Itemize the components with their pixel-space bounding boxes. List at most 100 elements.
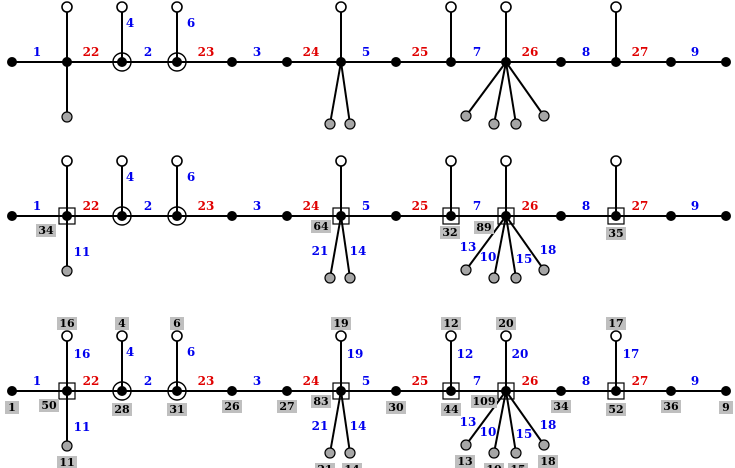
- node-id-tag: 16: [57, 317, 77, 330]
- svg-text:34: 34: [38, 224, 54, 237]
- svg-text:31: 31: [169, 403, 184, 416]
- white-node: [61, 1, 73, 13]
- white-node: [61, 330, 73, 342]
- white-node: [610, 330, 622, 342]
- black-node: [172, 386, 182, 396]
- black-node: [227, 211, 237, 221]
- edge-label: 10: [480, 250, 497, 264]
- edge-label: 27: [632, 199, 649, 213]
- edge-label: 22: [83, 45, 100, 59]
- white-node: [610, 155, 622, 167]
- black-node: [721, 211, 731, 221]
- edge-label: 7: [473, 199, 481, 213]
- node-id-tag: 30: [386, 401, 406, 414]
- black-node: [117, 211, 127, 221]
- grey-leaf-node: [324, 118, 336, 130]
- black-node: [227, 386, 237, 396]
- ring-marker: [167, 206, 187, 226]
- grey-leaf-node: [460, 439, 472, 451]
- svg-text:34: 34: [553, 400, 569, 413]
- node-id-tag: 13: [455, 455, 475, 468]
- white-node: [445, 155, 457, 167]
- black-node: [62, 386, 72, 396]
- svg-text:89: 89: [476, 221, 491, 234]
- node-id-tag: 18: [538, 455, 558, 468]
- grey-leaf-node: [61, 111, 73, 123]
- branch-edge: [505, 61, 517, 125]
- edge-label: 2: [144, 199, 152, 213]
- node-id-tag: 17: [606, 317, 626, 330]
- edge-label: 21: [312, 244, 329, 258]
- black-node: [7, 57, 17, 67]
- grey-leaf-node: [344, 447, 356, 459]
- black-node: [501, 211, 511, 221]
- square-marker: [442, 207, 460, 225]
- edge-label: 24: [303, 199, 320, 213]
- edge-label: 20: [512, 347, 529, 361]
- grey-leaf-node: [538, 264, 550, 276]
- node-id-tag: 19: [331, 317, 351, 330]
- ring-marker: [112, 52, 132, 72]
- square-marker: [332, 207, 350, 225]
- branch-edge: [493, 390, 507, 454]
- edge-label: 1: [33, 45, 41, 59]
- branch-edge: [505, 390, 545, 446]
- black-node: [556, 211, 566, 221]
- edge-label: 15: [516, 427, 533, 441]
- edge-label: 7: [473, 374, 481, 388]
- edge-label: 14: [350, 244, 367, 258]
- edge-label: 13: [460, 415, 477, 429]
- edge-label: 10: [480, 425, 497, 439]
- edge-label: 24: [303, 374, 320, 388]
- white-node: [116, 330, 128, 342]
- black-node: [556, 57, 566, 67]
- grey-leaf-node: [510, 447, 522, 459]
- black-node: [446, 57, 456, 67]
- white-node: [335, 1, 347, 13]
- edge-label: 9: [691, 45, 699, 59]
- svg-text:36: 36: [663, 400, 679, 413]
- node-id-tag: 27: [277, 400, 297, 413]
- square-marker: [58, 207, 76, 225]
- black-node: [336, 386, 346, 396]
- edge-label: 2: [144, 45, 152, 59]
- branch-edge: [340, 390, 351, 454]
- svg-text:19: 19: [333, 317, 348, 330]
- black-node: [446, 211, 456, 221]
- white-node: [116, 155, 128, 167]
- branch-edge: [505, 61, 545, 117]
- edge-label: 2: [144, 374, 152, 388]
- white-node: [335, 155, 347, 167]
- edge-label: 25: [412, 199, 429, 213]
- grey-leaf-node: [510, 272, 522, 284]
- black-node: [501, 386, 511, 396]
- square-marker: [332, 382, 350, 400]
- edge-label: 1: [33, 199, 41, 213]
- white-node: [445, 330, 457, 342]
- black-node: [666, 211, 676, 221]
- edge-label: 18: [540, 243, 557, 257]
- node-id-tag: 31: [167, 403, 187, 416]
- svg-text:21: 21: [317, 463, 332, 468]
- black-node: [117, 57, 127, 67]
- black-node: [7, 211, 17, 221]
- node-id-tag: 10: [484, 463, 504, 468]
- edge-label: 8: [582, 45, 590, 59]
- node-id-tag: 4: [115, 317, 129, 330]
- branch-edge: [493, 61, 507, 125]
- node-id-tag: 1: [5, 401, 19, 414]
- edge-label: 6: [187, 170, 195, 184]
- svg-text:50: 50: [41, 399, 57, 412]
- node-id-tag: 52: [606, 403, 626, 416]
- svg-text:18: 18: [540, 455, 556, 468]
- edge-label: 3: [253, 374, 261, 388]
- edge-label: 13: [460, 240, 477, 254]
- grey-leaf-node: [61, 440, 73, 452]
- branch-edge: [505, 390, 517, 454]
- edge-label: 26: [522, 199, 539, 213]
- white-node: [61, 155, 73, 167]
- svg-text:52: 52: [608, 403, 623, 416]
